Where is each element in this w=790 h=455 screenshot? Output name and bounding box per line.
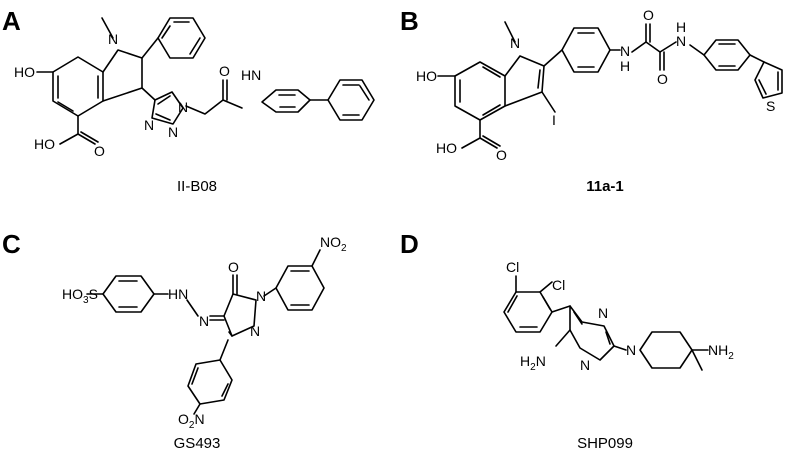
atom-c-n-hydrazone: N	[199, 313, 209, 329]
atom-b-hooc: HO	[436, 140, 457, 156]
atom-d-h2n: H2N	[520, 353, 546, 373]
atom-a-n1: N	[178, 99, 188, 115]
atom-b-nh2-n: N	[676, 33, 686, 49]
structure-shp099: Cl Cl N N H2N N NH2	[503, 259, 734, 373]
panel-letter-c: C	[2, 229, 21, 259]
atom-b-o2: O	[657, 71, 668, 87]
atom-a-o-acid: O	[94, 143, 105, 159]
panel-a: A	[2, 6, 375, 195]
caption-b: 11a-1	[586, 178, 624, 195]
atom-d-nh2: NH2	[708, 342, 734, 362]
atom-b-nh1-h: H	[620, 58, 630, 74]
atom-d-n-top: N	[598, 305, 608, 321]
atom-b-nh2-h: H	[676, 19, 686, 35]
atom-c-ho3s: HO3S	[62, 286, 98, 306]
atom-a-n: N	[108, 31, 118, 47]
atom-b-nh1-n: N	[620, 43, 630, 59]
panel-letter-b: B	[400, 6, 419, 36]
atom-a-o-amide: O	[219, 63, 230, 79]
structure-gs493: HO3S HN N O N N NO2 O2N	[62, 234, 347, 431]
panel-letter-a: A	[2, 6, 21, 36]
atom-a-n2: N	[168, 124, 178, 140]
atom-a-hn: HN	[241, 67, 261, 83]
panel-d: D Cl Cl N N H2N N NH2 SHP099	[400, 229, 734, 452]
caption-c: GS493	[174, 435, 221, 452]
atom-d-n-bottom: N	[580, 357, 590, 373]
atom-b-ho: HO	[416, 68, 437, 84]
panel-b: B	[400, 6, 783, 195]
caption-d: SHP099	[577, 435, 633, 452]
panel-c: C HO3S HN N O	[2, 229, 347, 452]
atom-b-iodine: I	[552, 112, 556, 128]
atom-c-no2-top: NO2	[320, 234, 347, 254]
atom-c-n2: N	[250, 323, 260, 339]
atom-c-o2n: O2N	[178, 411, 205, 431]
caption-a: II-B08	[177, 178, 217, 195]
atom-a-ho: HO	[14, 64, 35, 80]
structure-11a-1: N HO HO O I N H N H O O S	[416, 7, 783, 163]
atom-a-n3: N	[144, 117, 154, 133]
panel-letter-d: D	[400, 229, 419, 259]
atom-a-hooc: HO	[34, 136, 55, 152]
structure-ii-b08: N HO HO O N N N HN O	[14, 17, 375, 159]
atom-b-s: S	[766, 98, 775, 114]
atom-b-n: N	[510, 35, 520, 51]
atom-d-cl2: Cl	[552, 277, 565, 293]
atom-d-cl1: Cl	[506, 259, 519, 275]
atom-b-o-acid: O	[496, 147, 507, 163]
atom-b-o1: O	[643, 7, 654, 23]
atom-c-n1: N	[256, 288, 266, 304]
atom-d-n-piperidine: N	[626, 342, 636, 358]
atom-c-hn: HN	[168, 286, 188, 302]
atom-c-o: O	[228, 259, 239, 275]
